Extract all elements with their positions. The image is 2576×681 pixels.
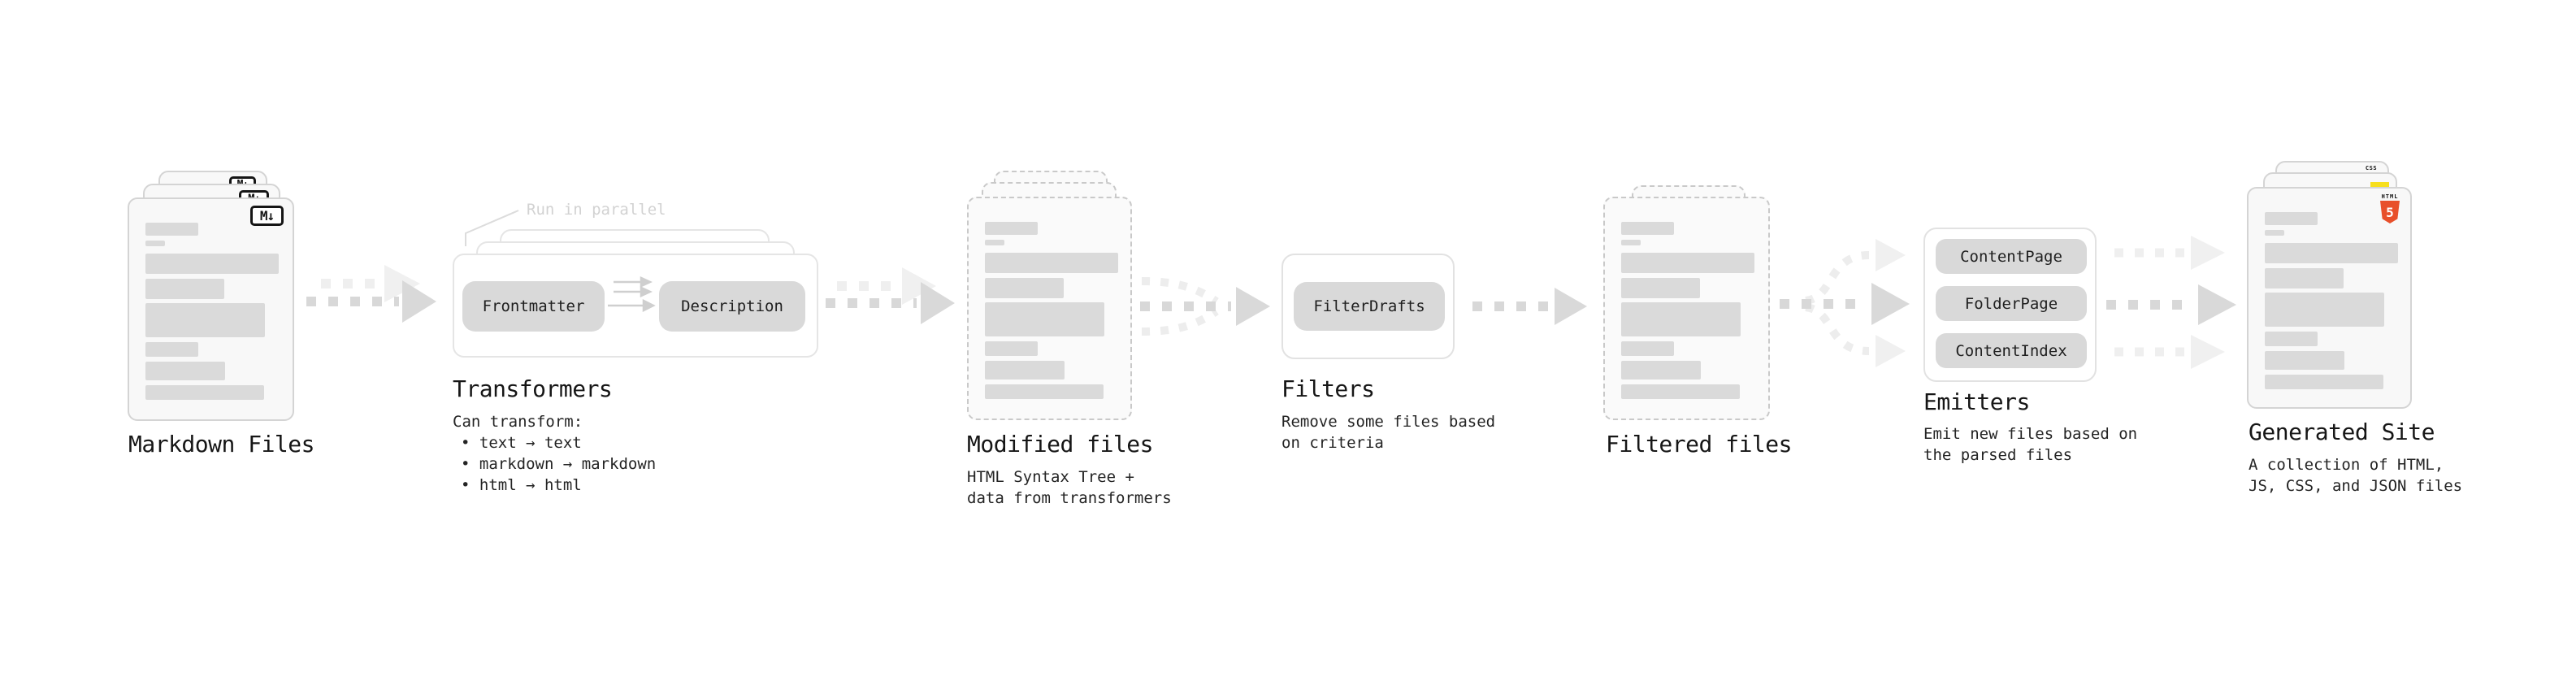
text-skeleton-bar [2265, 243, 2398, 263]
text-skeleton-bar [1621, 278, 1700, 298]
html5-icon: HTML 5 [2379, 193, 2400, 223]
text-skeleton-bar [145, 241, 165, 246]
text-skeleton-bar [145, 342, 198, 357]
text-skeleton-bar [1621, 222, 1674, 235]
emitters-label: Emitters [1923, 388, 2030, 415]
transformers-bullet: • markdown → markdown [461, 455, 657, 473]
text-skeleton-bar [2265, 230, 2284, 236]
text-skeleton-bar [985, 240, 1004, 245]
generated-desc-line: A collection of HTML, [2249, 456, 2444, 474]
text-skeleton-bar [1621, 361, 1701, 380]
generated-file-card-front: HTML 5 [2247, 187, 2412, 409]
arrow-filtered-to-emitters [1780, 239, 1910, 367]
filters-label: Filters [1281, 375, 1375, 402]
transformers-bullet: • html → html [461, 476, 582, 494]
filterdrafts-pill: FilterDrafts [1294, 282, 1445, 331]
css-icon-text: CSS [2365, 165, 2378, 171]
text-skeleton-bar [2265, 268, 2344, 288]
text-skeleton-bar [1621, 240, 1641, 245]
text-skeleton-bar [985, 253, 1118, 273]
filters-desc-line: Remove some files based [1281, 413, 1496, 431]
text-skeleton-bar [2265, 332, 2318, 346]
text-skeleton-bar [985, 278, 1064, 298]
text-skeleton-bar [145, 254, 279, 274]
modified-files-description: HTML Syntax Tree + data from transformer… [967, 466, 1172, 509]
description-pill: Description [659, 281, 805, 332]
text-skeleton-bar [985, 222, 1038, 235]
text-skeleton-bar [145, 223, 198, 236]
modified-desc-line: data from transformers [967, 489, 1172, 507]
contentindex-pill: ContentIndex [1936, 333, 2087, 368]
text-skeleton-bar [1621, 384, 1740, 399]
emitters-desc-line: Emit new files based on [1923, 425, 2138, 443]
text-skeleton-bar [985, 384, 1104, 399]
markdown-files-label: Markdown Files [128, 431, 315, 458]
modified-files-label: Modified files [967, 431, 1154, 458]
text-skeleton-bar [1621, 253, 1754, 273]
text-skeleton-bar [2265, 293, 2384, 327]
frontmatter-pill: Frontmatter [462, 281, 605, 332]
text-skeleton-bar [1621, 341, 1674, 356]
filtered-files-label: Filtered files [1606, 431, 1793, 458]
js-icon [2370, 182, 2389, 191]
transformers-desc-title: Can transform: [453, 413, 583, 431]
filters-description: Remove some files based on criteria [1281, 411, 1495, 453]
text-skeleton-bar [985, 361, 1065, 380]
text-skeleton-bar [985, 341, 1038, 356]
text-skeleton-bar [985, 302, 1104, 336]
transformers-label: Transformers [453, 375, 613, 402]
generated-site-description: A collection of HTML, JS, CSS, and JSON … [2249, 454, 2462, 497]
arrow-modified-to-filters [1140, 277, 1270, 336]
arrow-markdown-to-transformers [306, 265, 436, 323]
transformers-bullet: • text → text [461, 434, 582, 452]
generated-desc-line: JS, CSS, and JSON files [2249, 477, 2463, 495]
markdown-icon: M↓ [250, 206, 284, 226]
folderpage-pill: FolderPage [1936, 286, 2087, 321]
text-skeleton-bar [145, 279, 224, 299]
text-skeleton-bar [145, 303, 265, 337]
filters-panel: FilterDrafts [1281, 254, 1455, 359]
markdown-file-card-front: M↓ [128, 197, 294, 421]
arrow-transformers-to-modified [826, 267, 955, 324]
emitters-desc-line: the parsed files [1923, 446, 2073, 464]
html5-icon-shield: 5 [2380, 201, 2400, 223]
arrow-filters-to-filtered [1472, 288, 1587, 325]
text-skeleton-bar [1621, 302, 1741, 336]
emitters-panel: ContentPage FolderPage ContentIndex [1923, 228, 2097, 382]
transformers-description: Can transform: • text → text • markdown … [453, 411, 656, 496]
filtered-file-card-front [1603, 197, 1770, 420]
text-skeleton-bar [2265, 351, 2344, 370]
filters-desc-line: on criteria [1281, 434, 1384, 452]
text-skeleton-bar [145, 385, 264, 400]
transformer-layer-front: Frontmatter Description [453, 254, 818, 358]
arrow-emitters-to-generated [2106, 236, 2236, 369]
modified-file-card-front [967, 197, 1132, 420]
contentpage-pill: ContentPage [1936, 239, 2087, 274]
text-skeleton-bar [2265, 375, 2383, 389]
text-skeleton-bar [145, 362, 225, 380]
generated-site-label: Generated Site [2249, 419, 2435, 445]
run-in-parallel-annotation: Run in parallel [527, 201, 666, 219]
emitters-description: Emit new files based on the parsed files [1923, 423, 2137, 466]
html5-icon-text: HTML [2381, 193, 2399, 200]
modified-desc-line: HTML Syntax Tree + [967, 468, 1134, 486]
text-skeleton-bar [2265, 212, 2318, 225]
